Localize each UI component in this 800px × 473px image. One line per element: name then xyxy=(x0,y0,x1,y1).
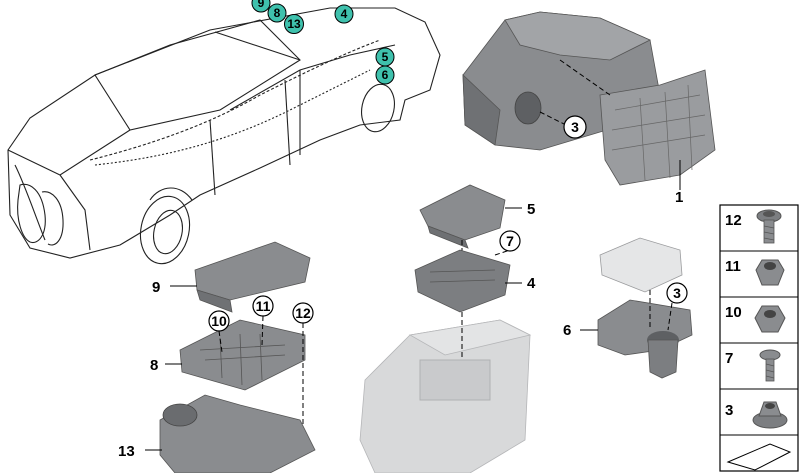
car-callout[interactable]: 13 xyxy=(284,14,304,34)
part-11-callout[interactable]: 11 xyxy=(252,295,274,346)
svg-text:7: 7 xyxy=(725,350,733,367)
sidebar-item[interactable]: 11 xyxy=(725,258,785,286)
car-callout[interactable]: 5 xyxy=(375,47,395,67)
svg-text:12: 12 xyxy=(295,305,311,321)
car-callout[interactable]: 8 xyxy=(267,3,287,23)
svg-text:12: 12 xyxy=(725,212,742,229)
svg-text:3: 3 xyxy=(571,119,579,135)
part-1-fuse-box[interactable]: 3 1 xyxy=(462,11,716,206)
hex-nut-icon xyxy=(754,305,786,333)
sidebar-item[interactable]: 3 xyxy=(725,401,788,429)
svg-text:6: 6 xyxy=(563,322,571,339)
svg-text:10: 10 xyxy=(211,313,227,329)
part-10-callout[interactable]: 10 xyxy=(208,310,230,353)
part-12-callout[interactable]: 12 xyxy=(292,302,314,440)
part-6-bracket[interactable]: 6 3 xyxy=(563,237,693,379)
svg-text:8: 8 xyxy=(274,6,281,20)
svg-text:11: 11 xyxy=(256,298,271,314)
vehicle-illustration xyxy=(7,7,441,265)
part-5-cover[interactable]: 5 xyxy=(419,184,535,249)
car-callouts: 9 8 13 4 5 6 xyxy=(251,0,395,85)
hex-nut-icon xyxy=(755,259,785,286)
car-callout[interactable]: 9 xyxy=(251,0,271,13)
svg-text:3: 3 xyxy=(673,285,681,301)
svg-text:9: 9 xyxy=(258,0,265,10)
svg-text:13: 13 xyxy=(287,17,301,31)
screw-icon xyxy=(759,349,781,382)
sidebar-item[interactable]: 7 xyxy=(725,349,781,382)
ghost-control-unit xyxy=(359,319,532,473)
car-callout[interactable]: 6 xyxy=(375,65,395,85)
svg-text:9: 9 xyxy=(152,279,160,296)
sidebar-item[interactable]: 12 xyxy=(725,209,782,244)
part-9-cover[interactable]: 9 xyxy=(152,241,311,313)
svg-text:5: 5 xyxy=(382,50,389,64)
hardware-sidebar: 12 11 10 7 xyxy=(719,204,799,472)
car-callout[interactable]: 4 xyxy=(334,4,354,24)
svg-text:10: 10 xyxy=(725,304,742,321)
svg-text:8: 8 xyxy=(150,357,158,374)
svg-text:11: 11 xyxy=(725,258,741,275)
part-13-base[interactable]: 13 xyxy=(118,394,316,473)
part-4-holder[interactable]: 4 7 xyxy=(414,230,536,313)
svg-text:6: 6 xyxy=(382,68,389,82)
part-8-holder[interactable]: 8 xyxy=(150,319,306,391)
flange-nut-icon xyxy=(752,401,788,429)
svg-text:3: 3 xyxy=(725,402,733,419)
svg-text:4: 4 xyxy=(341,7,348,21)
svg-text:7: 7 xyxy=(506,233,514,249)
sidebar-footer-arrow-icon xyxy=(726,443,792,471)
svg-text:5: 5 xyxy=(527,201,535,218)
svg-text:4: 4 xyxy=(527,275,536,292)
torx-bolt-icon xyxy=(756,209,782,244)
svg-text:1: 1 xyxy=(675,189,683,206)
sidebar-item[interactable]: 10 xyxy=(725,304,786,333)
svg-text:13: 13 xyxy=(118,443,135,460)
